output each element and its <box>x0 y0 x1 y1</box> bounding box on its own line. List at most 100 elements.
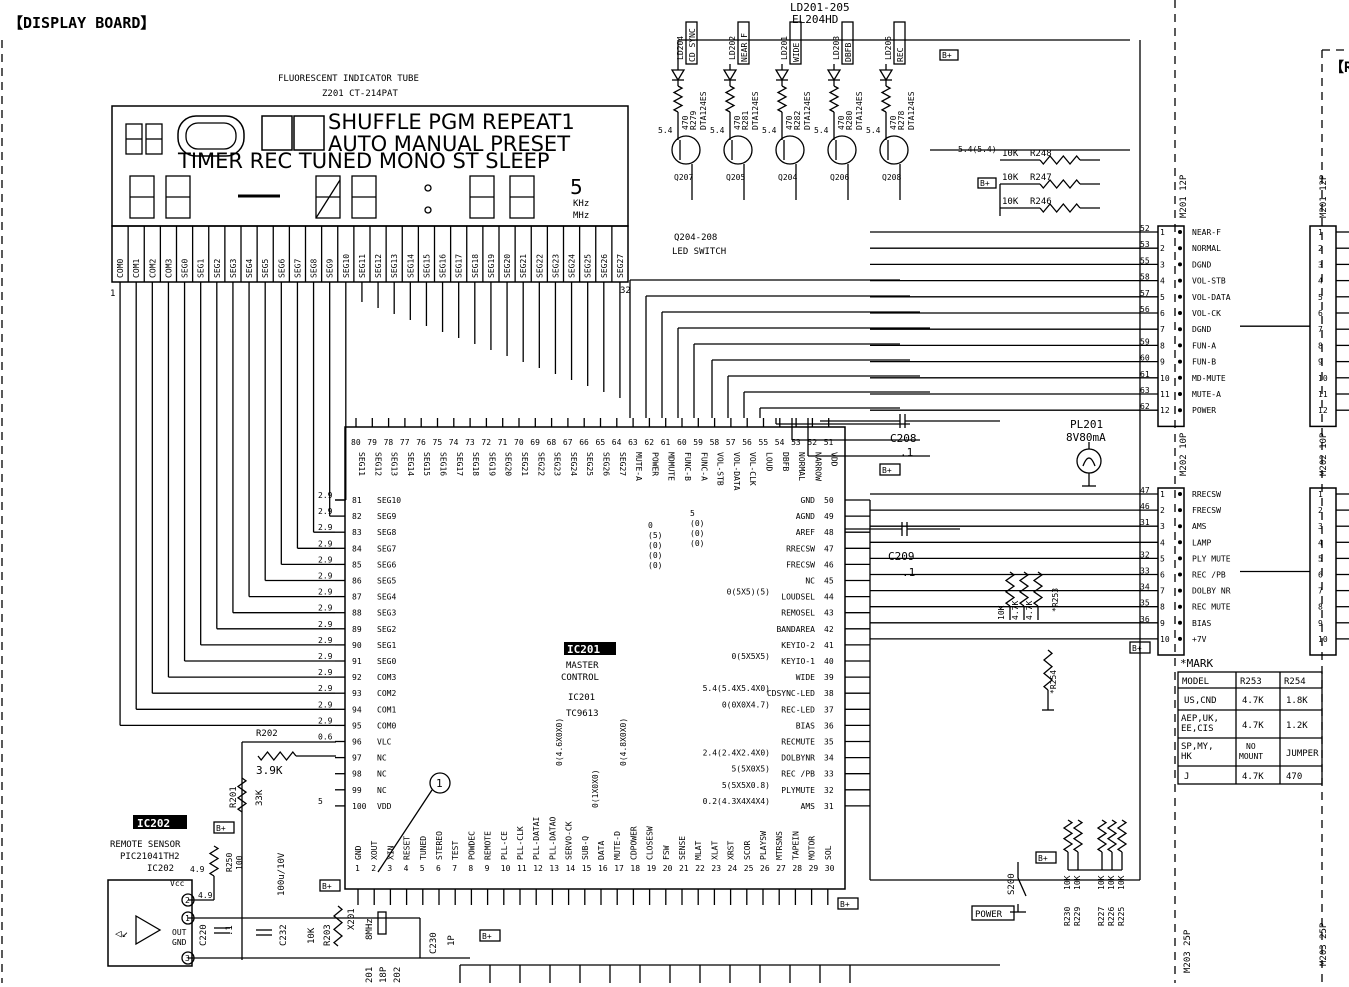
board-title: 【DISPLAY BOARD】 <box>8 14 155 32</box>
ic-pin-11: 11 <box>517 864 527 873</box>
ic-pin-volt-95: 2.9 <box>318 716 333 725</box>
ic-pin-name-69: SEG22 <box>536 452 545 476</box>
ic-pin-81: 81 <box>352 496 362 505</box>
ic-pin-name-78: SEG13 <box>390 452 399 476</box>
ic-pin-volt-84: 2.9 <box>318 539 333 548</box>
ic-pin-61: 61 <box>661 438 671 447</box>
bottom-res-val-2: 10K <box>1097 875 1106 890</box>
ic-pin-volt-87: 2.9 <box>318 588 333 597</box>
ic-pin-53: 53 <box>791 438 801 447</box>
ic201-bottom-volts-2: 0(1X0X0) <box>591 769 600 808</box>
remote-ref-2: IC202 <box>147 864 174 874</box>
m201-right-pin-3: 3 <box>1318 260 1323 269</box>
m202-name: M202 10P <box>1179 432 1189 476</box>
m202-ic-32: 32 <box>1140 550 1150 559</box>
vfd-line-3: TIMER REC TUNED MONO ST SLEEP <box>177 149 550 173</box>
led-res-value-2: 470 <box>785 115 794 130</box>
m202-right-pin-4: 4 <box>1318 538 1323 547</box>
led-transistor-2: DTA124ES <box>803 91 812 130</box>
led-label-1: NEAR F <box>740 33 749 62</box>
m201-right-pin-1: 1 <box>1318 228 1323 237</box>
ic-pin-volt-88: 2.9 <box>318 604 333 613</box>
ic-pin-name-22: MLAT <box>694 841 703 860</box>
led-ref-0: LD204 <box>676 36 685 60</box>
ic-pin-1: 1 <box>355 864 360 873</box>
vfd-large-digits <box>129 175 535 219</box>
ic-pin-56: 56 <box>742 438 752 447</box>
ic-pin-name-11: PLL-CLK <box>516 826 525 860</box>
ic-pin-name-96: VLC <box>377 738 392 747</box>
ic-pin-96: 96 <box>352 738 362 747</box>
vfd-pin-SEG12: SEG12 <box>374 254 383 278</box>
m201-sig-9: FUN-B <box>1192 358 1216 367</box>
s200-ref: S200 <box>1007 873 1017 895</box>
pin-dot <box>1178 572 1182 577</box>
ic-pin-name-84: SEG7 <box>377 544 396 553</box>
led-res-ref-0: R279 <box>689 111 698 130</box>
vfd-pin-COM1: COM1 <box>132 259 141 278</box>
ic201-bottom-volts-1: 0(4.6X0X0) <box>555 718 564 766</box>
ic-pin-name-27: MTRSNS <box>775 831 784 860</box>
m202-right-pin-9: 9 <box>1318 619 1323 628</box>
pullup-ref-2: R246 <box>1030 197 1052 207</box>
ic-pin-76: 76 <box>416 438 426 447</box>
resistor-R240 <box>1018 571 1030 607</box>
ic-pin-60: 60 <box>677 438 687 447</box>
led-resistor-1 <box>724 85 736 113</box>
bplus-m202: B+ <box>1132 644 1142 653</box>
ic-pin-name-81: SEG10 <box>377 496 401 505</box>
ic-pin-name-7: TEST <box>451 841 460 860</box>
ic-pin-name-24: XRST <box>727 841 736 860</box>
led-label-4: REC <box>896 47 905 62</box>
ic-volt-38: 5.4(5.4X5.4X0) <box>703 684 770 693</box>
vfd-pin-SEG8: SEG8 <box>310 259 319 278</box>
bottom-res-val-4: 10K <box>1117 875 1126 890</box>
vfd-pin-SEG5: SEG5 <box>261 259 270 278</box>
pin-dot <box>1178 246 1182 251</box>
led-res-value-4: 470 <box>889 115 898 130</box>
amplifier-icon <box>135 914 162 946</box>
led-transistor-4: DTA124ES <box>907 91 916 130</box>
bottom-res-ref-2: R227 <box>1097 907 1106 926</box>
mark-header-2: R254 <box>1284 677 1306 687</box>
vres-value-2: 4.7K <box>1025 601 1034 620</box>
mark-cell-0-2: 1.8K <box>1286 696 1308 706</box>
ic-pin-name-5: TUNED <box>419 836 428 860</box>
m201-pin-7: 7 <box>1160 325 1165 334</box>
m201-right-pin-12: 12 <box>1318 406 1328 415</box>
bplus-reset: B+ <box>322 882 332 891</box>
pin-dot <box>1178 311 1182 315</box>
m202-right-pin-1: 1 <box>1318 490 1323 499</box>
func-b-volt: (0) <box>690 529 704 538</box>
vfd-pin-SEG26: SEG26 <box>600 254 609 278</box>
led-transistor-3: DTA124ES <box>855 91 864 130</box>
ic-volt-34: 2.4(2.4X2.4X0) <box>703 749 770 758</box>
ic-pin-49: 49 <box>824 512 834 521</box>
ic-pin-94: 94 <box>352 705 362 714</box>
ic-pin-34: 34 <box>824 754 834 763</box>
mark-cell-0-1: 4.7K <box>1242 696 1264 706</box>
ic-pin-name-8: POWDEC <box>467 831 476 860</box>
ic-pin-volt-90: 2.9 <box>318 636 333 645</box>
ic-pin-8: 8 <box>468 864 473 873</box>
bplus-xtal: B+ <box>482 932 492 941</box>
remote-part: PIC21041TH2 <box>120 852 180 862</box>
pin-dot <box>1178 408 1182 413</box>
ic-pin-name-49: AGND <box>796 512 815 521</box>
vres-value-0: 10K <box>997 605 1006 620</box>
c18p: 18P <box>379 966 389 983</box>
func-b-volt: (0) <box>690 519 704 528</box>
c209-ref: C209 <box>888 550 915 563</box>
ic-pin-64: 64 <box>612 438 622 447</box>
dolby-logo-icon <box>261 115 325 151</box>
ic-pin-62: 62 <box>644 438 654 447</box>
m201-right-pin-2: 2 <box>1318 244 1323 253</box>
m201-pin-9: 9 <box>1160 358 1165 367</box>
ic-pin-45: 45 <box>824 577 834 586</box>
led-res-ref-2: R282 <box>793 111 802 130</box>
vfd-part: Z201 CT-214PAT <box>322 89 398 99</box>
m202-sig-3: AMS <box>1192 522 1207 531</box>
m202-right-pin-5: 5 <box>1318 554 1323 563</box>
r201-value: 33K <box>255 789 265 806</box>
